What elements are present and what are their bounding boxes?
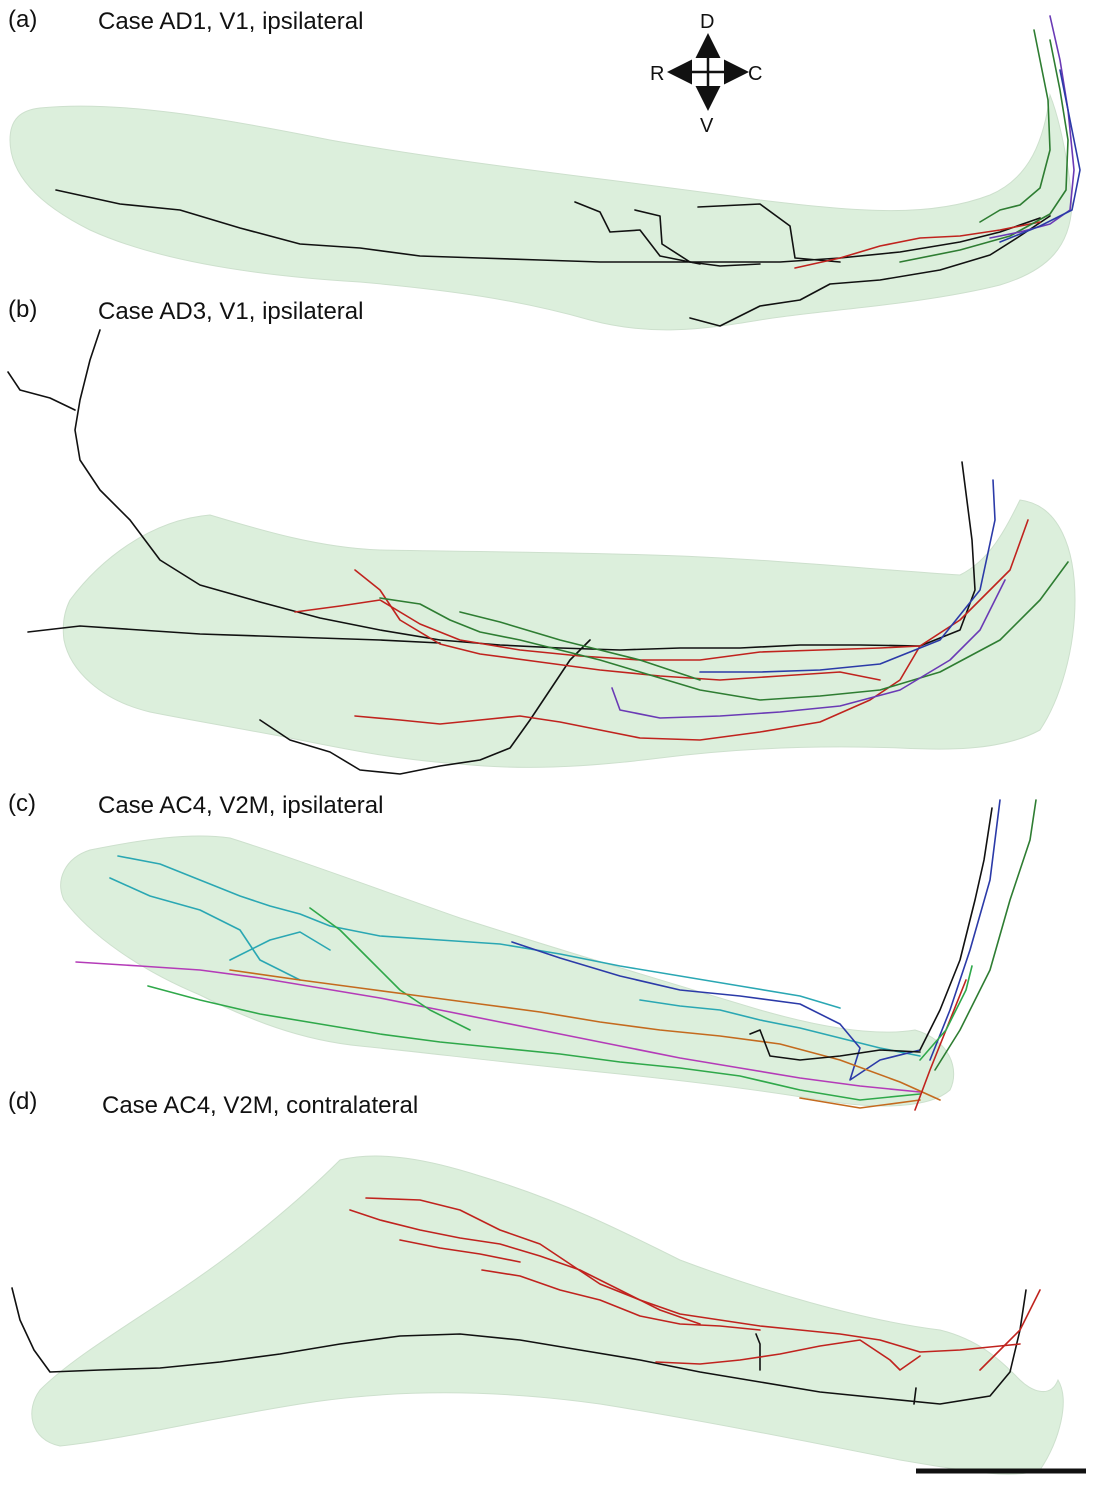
axon-d-red-6: [979, 1289, 1041, 1371]
axon-d-black-2: [755, 1333, 761, 1371]
compass-c-label: C: [748, 63, 762, 85]
panel-c-title: Case AC4, V2M, ipsilateral: [98, 792, 384, 819]
axon-c-black-1: [749, 1029, 921, 1061]
axon-b-red-2: [354, 569, 881, 681]
panel-c-letter: (c): [8, 790, 36, 817]
axon-a-purple-1: [989, 15, 1075, 239]
panel-a-volume: [9, 93, 1073, 331]
axon-c-green-fan-1: [919, 965, 973, 1061]
axon-c-blue-1: [511, 941, 921, 1081]
axon-b-green-2: [459, 611, 701, 681]
axon-c-red-fan-1: [914, 979, 967, 1111]
axon-d-red-3: [481, 1269, 761, 1331]
axon-a-black-5: [689, 215, 1051, 327]
axon-d-black-1: [11, 1287, 1027, 1405]
axon-b-red-3: [354, 645, 921, 741]
panel-c-axons: [75, 799, 1037, 1111]
axon-c-cyan-1: [117, 855, 841, 1009]
axon-d-red-5: [399, 1239, 521, 1263]
axon-a-red-1: [794, 221, 1041, 269]
compass-r-label: R: [650, 63, 664, 85]
axon-c-green-2: [309, 907, 471, 1031]
axon-d-red-1: [365, 1197, 1021, 1353]
panel-c-volume: [60, 835, 955, 1107]
panel-b-axons: [7, 329, 1069, 775]
orientation-compass: D V R C: [650, 11, 762, 137]
axon-c-black-2: [919, 807, 993, 1051]
axon-b-black-4: [259, 639, 591, 775]
axon-b-purple-1: [611, 579, 1006, 719]
panel-b-title: Case AD3, V1, ipsilateral: [98, 298, 364, 325]
axon-d-red-2: [349, 1209, 701, 1325]
axon-c-orange-1: [229, 969, 941, 1101]
axon-d-black-3: [913, 1387, 917, 1405]
axon-c-navy-1: [929, 799, 1001, 1061]
axon-b-blue-1: [699, 479, 996, 673]
panel-b-volume: [62, 499, 1076, 768]
axon-a-black-1: [55, 189, 1041, 263]
compass-v-label: V: [700, 115, 714, 137]
panel-d-axons: [11, 1197, 1041, 1405]
panel-a-title: Case AD1, V1, ipsilateral: [98, 8, 364, 35]
axon-c-brightgreen-1: [147, 985, 921, 1101]
axon-d-red-4: [655, 1339, 921, 1371]
axon-a-green-1: [979, 29, 1051, 223]
axon-b-black-3: [27, 625, 441, 644]
axon-b-black-2: [7, 371, 76, 411]
axon-c-cyan-4: [639, 999, 921, 1057]
axon-c-cyan-2: [109, 877, 301, 981]
panel-d-title: Case AC4, V2M, contralateral: [102, 1092, 419, 1119]
axon-c-magenta-1: [75, 961, 921, 1093]
panel-b-letter: (b): [8, 296, 38, 323]
compass-d-label: D: [700, 11, 714, 33]
axon-b-red-1: [294, 519, 1029, 661]
panel-d-volume: [31, 1155, 1064, 1475]
panel-d-letter: (d): [8, 1088, 38, 1115]
axon-a-green-2: [899, 39, 1069, 263]
axon-a-black-2: [574, 201, 701, 265]
axon-c-cyan-3: [229, 931, 331, 961]
axon-a-black-4: [697, 203, 841, 263]
panel-a-letter: (a): [8, 6, 38, 33]
panel-a-axons: [55, 15, 1081, 327]
axon-a-blue-1: [999, 69, 1081, 243]
axon-c-orange-2: [799, 1097, 921, 1109]
axon-a-black-3: [634, 209, 761, 267]
axon-b-green-1: [379, 561, 1069, 701]
axon-c-darkgreen-1: [934, 799, 1037, 1071]
